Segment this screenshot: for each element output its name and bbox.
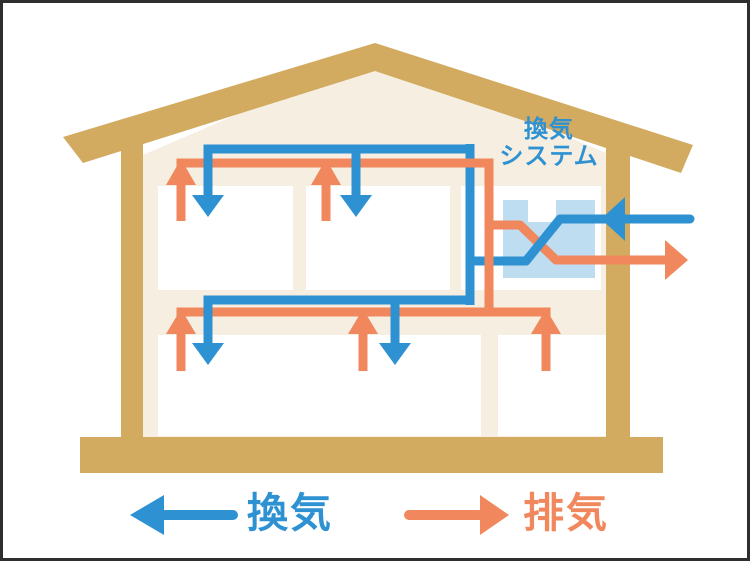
exhaust-riser-overlay	[455, 158, 494, 316]
exhaust-up-arrow-1f-2	[348, 309, 378, 334]
exhaust-up-arrow-2f-2	[311, 159, 341, 185]
floor-slab	[80, 437, 663, 473]
legend-supply-label: 換気	[247, 490, 333, 536]
supply-down-arrow-1f-2	[379, 343, 411, 365]
house-diagram-canvas	[63, 43, 695, 535]
ventilation-system-label: 換気 システム	[451, 116, 647, 170]
supply-down-arrow-2f-2	[340, 195, 372, 217]
exhaust-arrowheads	[166, 159, 688, 334]
roof	[63, 43, 693, 173]
exhaust-up-arrow-1f-3	[531, 309, 561, 334]
legend-exhaust-arrow-head	[480, 495, 509, 535]
legend-arrows	[130, 495, 509, 535]
ventilation-system-label-line1: 換気	[524, 116, 574, 143]
legend-supply-arrow-head	[130, 495, 164, 535]
exhaust-up-arrow-1f-1	[166, 309, 196, 334]
left-wall	[121, 125, 143, 440]
exhaust-up-arrow-2f-1	[166, 159, 196, 185]
house-structure	[63, 43, 693, 473]
right-wall	[606, 125, 630, 440]
exhaust-outlet-arrow	[665, 240, 688, 280]
supply-arrowheads	[192, 195, 625, 365]
ventilation-system-label-line2: システム	[499, 143, 599, 170]
supply-intake-arrow	[601, 197, 625, 241]
supply-duct-1f	[203, 295, 470, 343]
room-1f-right	[498, 335, 606, 436]
supply-duct-2f	[203, 144, 470, 195]
legend-exhaust-label: 排気	[523, 490, 609, 536]
supply-down-arrow-1f-1	[192, 343, 224, 365]
supply-down-arrow-2f-1	[192, 195, 224, 217]
